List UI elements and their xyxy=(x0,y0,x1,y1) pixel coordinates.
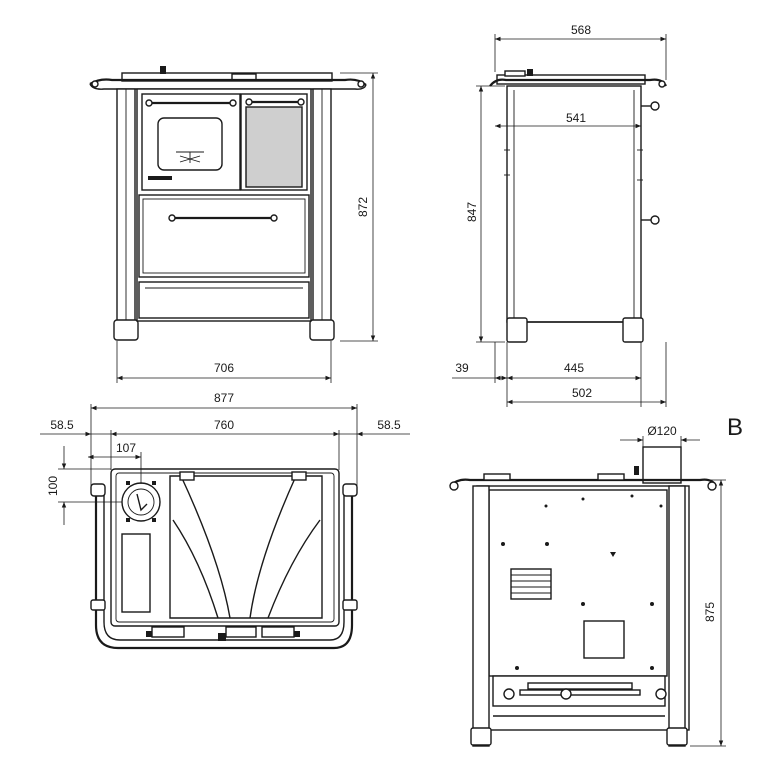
rear-view: Ø120 B xyxy=(449,414,743,747)
side-view: 568 541 847 39 445 502 xyxy=(452,23,667,407)
side-width-top-label: 568 xyxy=(571,23,591,37)
front-width-label: 706 xyxy=(214,361,234,375)
top-view: 877 760 58.5 58.5 107 100 xyxy=(40,391,410,650)
front-height-label: 872 xyxy=(356,197,370,217)
top-flue-x-label: 107 xyxy=(116,441,136,455)
front-view: 706 872 xyxy=(89,66,378,383)
top-left-margin-label: 58.5 xyxy=(50,418,74,432)
side-height-label: 847 xyxy=(465,202,479,222)
rear-flue-diameter-label: Ø120 xyxy=(647,424,677,438)
side-offset-label: 39 xyxy=(455,361,469,375)
view-label-b: B xyxy=(727,414,743,441)
top-body-label: 760 xyxy=(214,418,234,432)
rear-height-label: 875 xyxy=(703,602,717,622)
top-overall-label: 877 xyxy=(214,391,234,405)
top-right-margin-label: 58.5 xyxy=(377,418,401,432)
side-depth-label: 445 xyxy=(564,361,584,375)
top-flue-y-label: 100 xyxy=(46,476,60,496)
side-depth-total-label: 502 xyxy=(572,386,592,400)
side-inner-depth-label: 541 xyxy=(566,111,586,125)
